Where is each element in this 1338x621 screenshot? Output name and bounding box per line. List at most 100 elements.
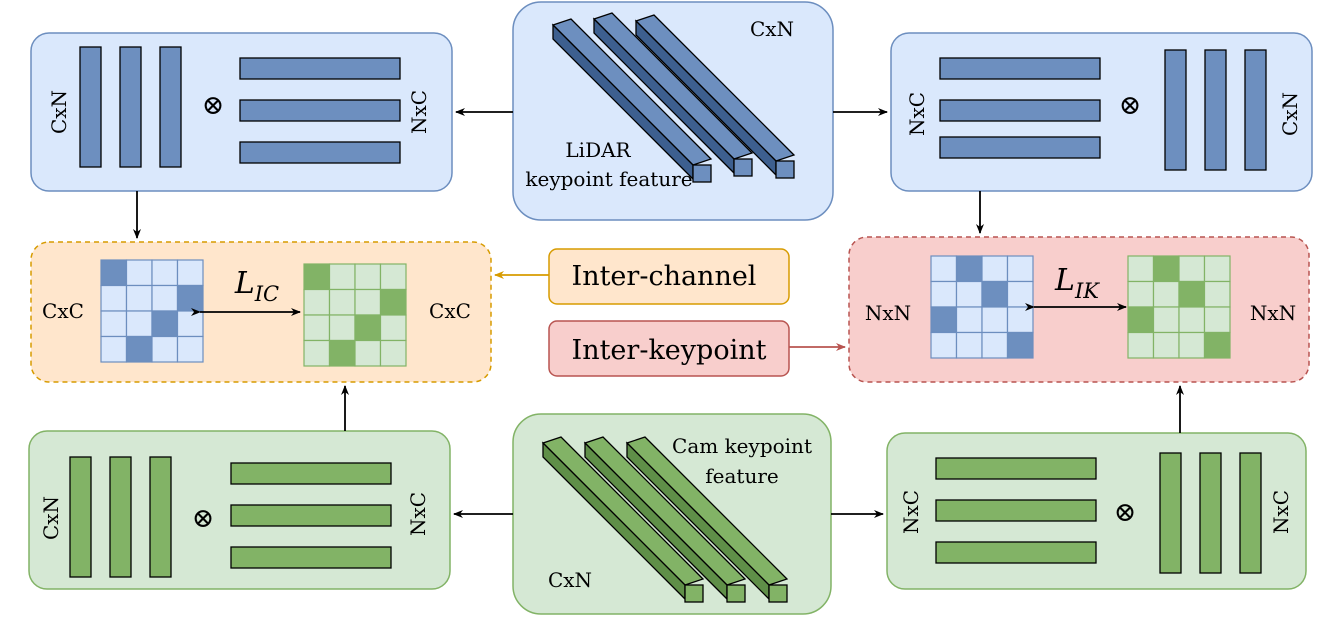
- cam-label-line2: feature: [705, 464, 778, 488]
- matrix-cell: [955, 306, 983, 334]
- vertical-bar: [109, 456, 132, 578]
- matrix-cell: [955, 280, 983, 308]
- horizontal-bar: [239, 57, 401, 80]
- arrows: [133, 108, 1184, 518]
- matrix-cell: [1006, 280, 1034, 308]
- vertical-bar: [1159, 452, 1182, 574]
- feature-slab-end: [692, 164, 712, 183]
- vertical-bar: [1239, 452, 1262, 574]
- matrix-cell: [354, 263, 382, 291]
- cxc-matrix-lidar: [100, 259, 204, 363]
- matrix-cell: [981, 255, 1009, 283]
- matrix-cell: [151, 259, 179, 287]
- matrix-cell: [1006, 255, 1034, 283]
- matrix-cell: [100, 310, 128, 338]
- vertical-bar: [1164, 49, 1187, 171]
- matrix-cell: [328, 339, 356, 367]
- matrix-cell: [125, 335, 153, 363]
- lidar-label-line2: keypoint feature: [525, 167, 692, 191]
- dim-label: CxC: [429, 299, 471, 323]
- cam-feature-slabs: [541, 436, 789, 603]
- matrix-cell: [176, 335, 204, 363]
- matrix-cell: [151, 335, 179, 363]
- matrix-cell: [176, 284, 204, 312]
- matrix-cell: [303, 263, 331, 291]
- vertical-bar: [159, 46, 182, 168]
- matrix-cell: [955, 331, 983, 359]
- matrix-cell: [303, 288, 331, 316]
- matrix-cell: [1203, 331, 1231, 359]
- matrix-cell: [1127, 280, 1155, 308]
- vertical-bar: [1244, 49, 1267, 171]
- vertical-bar: [1199, 452, 1222, 574]
- matrix-cell: [1152, 306, 1180, 334]
- horizontal-bar: [935, 541, 1097, 564]
- dim-label: NxC: [905, 92, 929, 136]
- outer-product-symbol: ⊗: [202, 90, 225, 121]
- bottom-left-panel: CxN ⊗ NxC: [28, 430, 451, 590]
- dim-label: CxC: [42, 299, 84, 323]
- horizontal-bar: [935, 499, 1097, 522]
- matrix-cell: [1152, 280, 1180, 308]
- matrix-cell: [930, 331, 958, 359]
- vertical-bar: [119, 46, 142, 168]
- matrix-cell: [1178, 280, 1206, 308]
- dim-label: CxN: [1278, 92, 1302, 136]
- matrix-cell: [930, 255, 958, 283]
- vertical-bar: [1204, 49, 1227, 171]
- nxn-matrix-cam: [1127, 255, 1231, 359]
- matrix-cell: [1178, 331, 1206, 359]
- nxn-matrix-lidar: [930, 255, 1034, 359]
- matrix-cell: [981, 331, 1009, 359]
- matrix-cell: [379, 263, 407, 291]
- horizontal-bar: [939, 136, 1101, 159]
- lidar-dim-label: CxN: [750, 17, 794, 41]
- inter-keypoint-label-box: Inter-keypoint: [548, 320, 790, 377]
- inter-channel-label-box: Inter-channel: [548, 248, 790, 305]
- matrix-cell: [328, 314, 356, 342]
- horizontal-bar: [230, 504, 392, 527]
- feature-slab-end: [775, 160, 795, 179]
- matrix-cell: [125, 259, 153, 287]
- cam-label-line1: Cam keypoint: [672, 434, 812, 458]
- lidar-feature-panel: CxN LiDAR keypoint feature: [512, 1, 834, 221]
- dim-label: NxN: [865, 301, 911, 325]
- dim-label: CxN: [39, 496, 63, 540]
- vertical-bar: [149, 456, 172, 578]
- inter-keypoint-label: Inter-keypoint: [572, 335, 767, 366]
- loss-ik-label: LIK: [1054, 263, 1100, 303]
- matrix-cell: [100, 335, 128, 363]
- matrix-cell: [1203, 255, 1231, 283]
- matrix-cell: [125, 310, 153, 338]
- dim-label: NxC: [407, 90, 431, 134]
- matrix-cell: [151, 284, 179, 312]
- horizontal-bar: [230, 462, 392, 485]
- matrix-cell: [1178, 306, 1206, 334]
- lidar-label-line1: LiDAR: [565, 138, 631, 162]
- inter-channel-label: Inter-channel: [572, 261, 757, 292]
- outer-product-symbol: ⊗: [1119, 90, 1142, 121]
- horizontal-bar: [939, 57, 1101, 80]
- dim-label: NxC: [406, 492, 430, 536]
- matrix-cell: [981, 280, 1009, 308]
- vertical-bar: [69, 456, 92, 578]
- feature-slab-end: [726, 584, 746, 603]
- matrix-cell: [176, 310, 204, 338]
- matrix-cell: [354, 339, 382, 367]
- feature-slab-end: [733, 158, 753, 177]
- feature-slab-end: [684, 584, 704, 603]
- dim-label: NxC: [899, 490, 923, 534]
- matrix-cell: [1006, 306, 1034, 334]
- matrix-cell: [1127, 331, 1155, 359]
- matrix-cell: [100, 284, 128, 312]
- lidar-feature-slabs: [551, 12, 796, 183]
- matrix-cell: [955, 255, 983, 283]
- inter-keypoint-panel: NxN NxN LIK: [848, 236, 1310, 383]
- matrix-cell: [125, 284, 153, 312]
- matrix-cell: [328, 288, 356, 316]
- horizontal-bar: [239, 99, 401, 122]
- matrix-cell: [303, 339, 331, 367]
- matrix-cell: [100, 259, 128, 287]
- feature-slab-end: [768, 584, 788, 603]
